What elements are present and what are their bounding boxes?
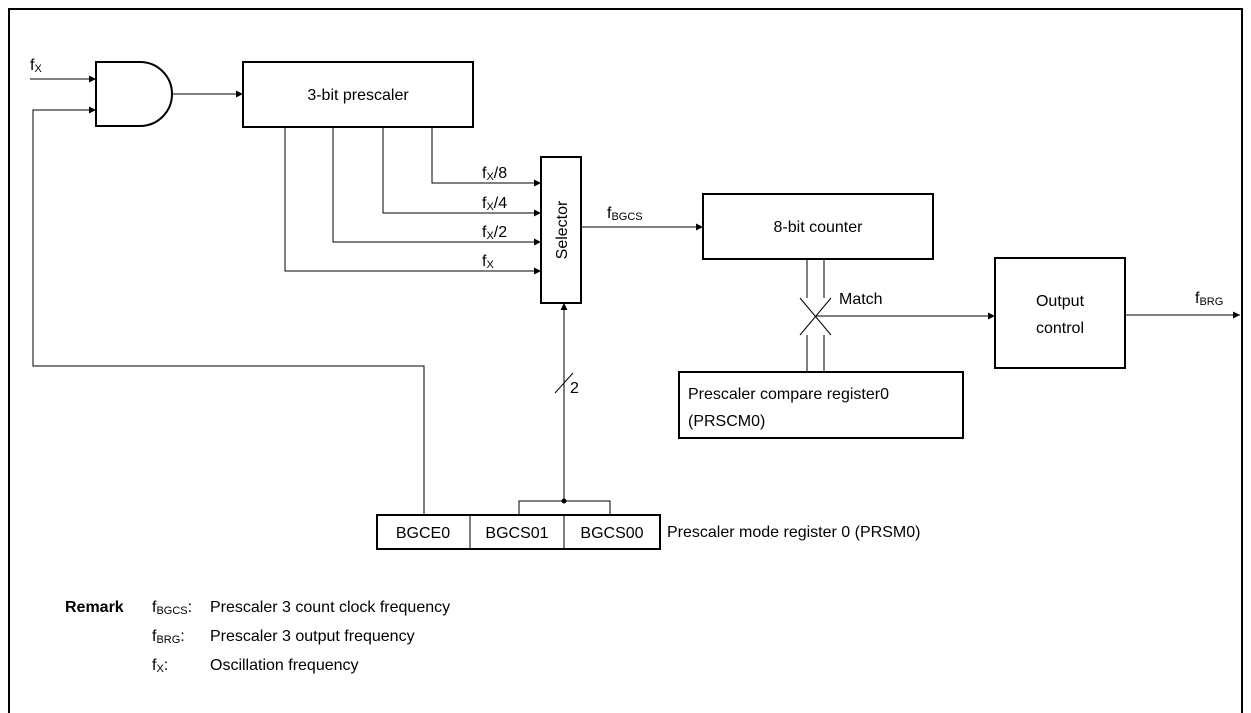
- fbrg-label: fBRG: [1195, 290, 1223, 308]
- remark-symbol-fbgcs: fBGCS:: [152, 599, 192, 617]
- selector-label: Selector: [554, 200, 571, 259]
- match-label: Match: [839, 291, 883, 308]
- figure-frame: [8, 8, 1243, 713]
- register-cell-bgcs01: BGCS01: [485, 525, 548, 542]
- remark-symbol-fbrg: fBRG:: [152, 628, 185, 646]
- bus-width-label: 2: [570, 380, 579, 397]
- remark-title: Remark: [65, 599, 124, 616]
- remark-symbol-fx: fX:: [152, 657, 168, 675]
- counter-label: 8-bit counter: [774, 219, 864, 236]
- bus-width-slash: [554, 372, 574, 394]
- output-control-label-2: control: [1036, 320, 1084, 337]
- bus-junction-dot: [561, 498, 567, 504]
- output-control-label-1: Output: [1036, 293, 1085, 310]
- output-control-block: [994, 257, 1126, 369]
- fbgcs-label: fBGCS: [607, 205, 643, 223]
- bgce0-enable-wire: [32, 106, 425, 515]
- counter-block: [702, 193, 934, 260]
- remark-desc-fbrg: Prescaler 3 output frequency: [210, 628, 415, 645]
- and-gate: [95, 61, 173, 127]
- remark-section: Remark fBGCS: Prescaler 3 count clock fr…: [65, 599, 450, 675]
- tap-fx4-label: fX/4: [482, 195, 507, 213]
- tap-fx-wire: [284, 127, 541, 275]
- remark-desc-fbgcs: Prescaler 3 count clock frequency: [210, 599, 450, 616]
- prescaler-block: [242, 61, 474, 128]
- register-cell-bgce0: BGCE0: [396, 525, 450, 542]
- register-cell-bgcs00: BGCS00: [580, 525, 643, 542]
- tap-fx2-wire: [332, 127, 541, 246]
- compare-register-label-1: Prescaler compare register0: [688, 386, 889, 403]
- compare-register-label-2: (PRSCM0): [688, 413, 765, 430]
- remark-desc-fx: Oscillation frequency: [210, 657, 359, 674]
- tap-fx2-label: fX/2: [482, 224, 507, 242]
- tap-fx-label: fX: [482, 253, 494, 271]
- prescaler-label: 3-bit prescaler: [307, 87, 409, 104]
- tap-fx8-wire: [431, 127, 541, 187]
- prsm0-register: BGCE0 BGCS01 BGCS00: [376, 514, 661, 550]
- tap-fx4-wire: [382, 127, 541, 217]
- compare-register-block: [678, 371, 964, 439]
- fx-input-label: fX: [30, 57, 42, 75]
- register-name: Prescaler mode register 0 (PRSM0): [667, 524, 920, 541]
- tap-fx8-label: fX/8: [482, 165, 507, 183]
